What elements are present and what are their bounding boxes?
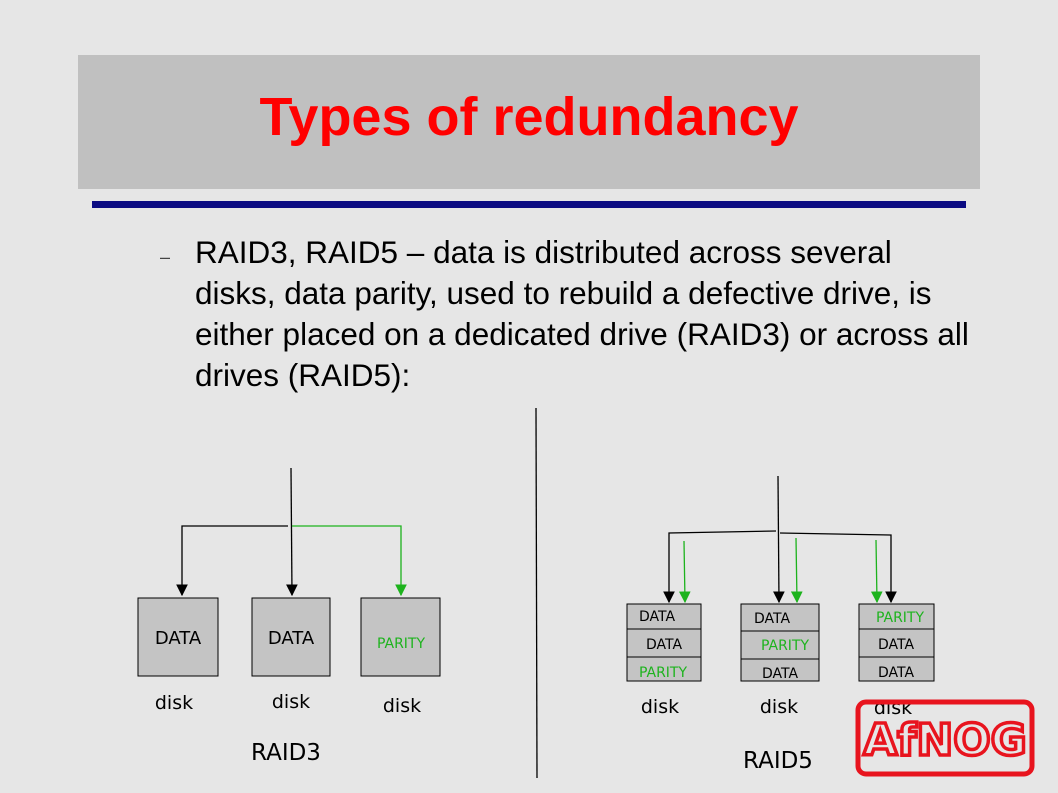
raid5-disk-1-caption: disk <box>641 696 679 718</box>
raid5-disk-3-row-3: DATA <box>878 665 914 681</box>
raid5-disk-1-row-2: DATA <box>646 637 682 653</box>
raid5-disk-3-row-1: PARITY <box>876 610 925 626</box>
section-divider <box>535 407 538 779</box>
raid3-disk-2-block: DATA <box>268 628 315 649</box>
raid5-disk-2-caption: disk <box>760 696 798 718</box>
raid5-disk-1: DATA DATA PARITY <box>626 603 702 682</box>
raid5-disk-2-row-1: DATA <box>754 611 790 627</box>
raid5-parity-arrow-1 <box>678 540 691 604</box>
raid3-disk-1-block: DATA <box>155 628 202 649</box>
raid5-disk-3: PARITY DATA DATA <box>858 603 935 682</box>
raid3-disk-3: PARITY <box>360 597 441 677</box>
raid3-disk-1: DATA <box>137 597 219 677</box>
raid5-label: RAID5 <box>743 748 813 774</box>
afnog-logo-text: AfNOG <box>863 715 1027 766</box>
raid3-disk-1-caption: disk <box>155 692 193 714</box>
raid3-disk-2: DATA <box>251 597 331 677</box>
raid5-disk-2: DATA PARITY DATA <box>740 603 820 682</box>
title-underline <box>92 201 966 208</box>
raid5-connectors <box>663 475 897 604</box>
raid3-label: RAID3 <box>251 740 321 766</box>
raid5-parity-arrow-2 <box>790 537 803 604</box>
raid3-data-arrow-1 <box>176 525 288 597</box>
raid3-connectors <box>176 467 407 597</box>
afnog-logo: AfNOG <box>855 699 1035 777</box>
raid5-data-arrow-3 <box>779 532 897 604</box>
slide-title: Types of redundancy <box>259 87 799 147</box>
raid3-disk-2-caption: disk <box>272 691 310 713</box>
raid5-parity-arrow-3 <box>870 539 883 604</box>
raid5-disk-2-row-3: DATA <box>762 666 798 682</box>
raid3-feed-line <box>286 467 298 597</box>
raid5-disk-3-row-2: DATA <box>878 637 914 653</box>
raid3-disk-3-caption: disk <box>383 695 421 717</box>
raid5-data-arrow-1 <box>663 530 777 604</box>
raid5-disk-1-row-3: PARITY <box>639 665 688 681</box>
raid3-disk-3-block: PARITY <box>377 636 426 652</box>
bullet-marker: – <box>160 247 171 267</box>
raid3-parity-arrow <box>292 525 407 597</box>
raid5-disk-2-row-2: PARITY <box>761 638 810 654</box>
raid5-feed-line <box>773 475 785 604</box>
title-band: Types of redundancy <box>78 55 980 189</box>
bullet-text: RAID3, RAID5 – data is distributed acros… <box>195 234 969 393</box>
raid5-disk-1-row-1: DATA <box>639 609 675 625</box>
